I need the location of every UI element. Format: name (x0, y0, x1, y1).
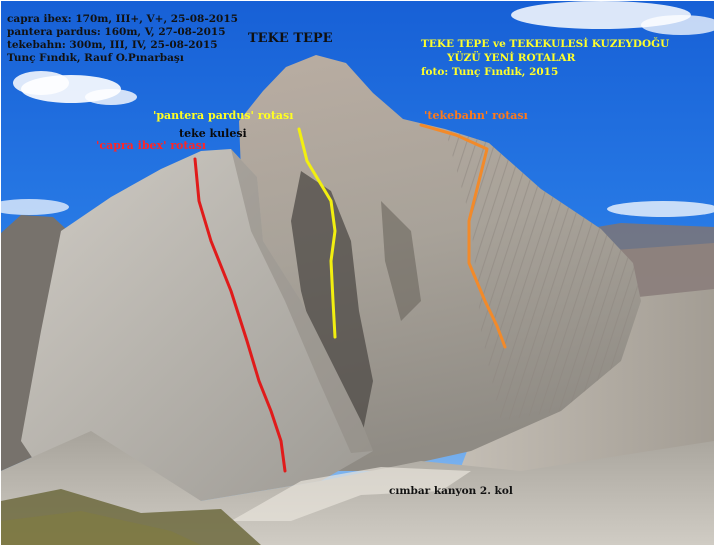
credit-line-tekebahn: tekebahn: 300m, III, IV, 25-08-2015 (7, 39, 218, 51)
tower-label: teke kulesi (179, 127, 247, 140)
route-tekebahn-line (419, 123, 507, 349)
canyon-label: cımbar kanyon 2. kol (389, 485, 513, 497)
credit-line-authors: Tunç Fındık, Rauf O.Pınarbaşı (7, 52, 184, 64)
clouds (1, 1, 714, 217)
heading-line-3: foto: Tunç Fındık, 2015 (421, 66, 559, 78)
route-credits: capra ibex: 170m, III+, V+, 25-08-2015 p… (7, 13, 238, 65)
route-label-capra-ibex: 'capra ibex' rotası (96, 139, 206, 152)
route-label-pantera-pardus: 'pantera pardus' rotası (153, 109, 294, 122)
photo-heading: TEKE TEPE ve TEKEKULESİ KUZEYDOĞU YÜZÜ Y… (421, 37, 669, 79)
peak-label: TEKE TEPE (248, 31, 333, 46)
route-pantera-pardus-line (297, 127, 337, 339)
heading-line-2: YÜZÜ YENİ ROTALAR (447, 52, 576, 64)
route-label-tekebahn: 'tekebahn' rotası (424, 109, 528, 122)
route-capra-ibex-line (193, 157, 287, 473)
credit-line-pantera: pantera pardus: 160m, V, 27-08-2015 (7, 26, 226, 38)
credit-line-capra: capra ibex: 170m, III+, V+, 25-08-2015 (7, 13, 238, 25)
ribbed-face (445, 129, 641, 421)
teke-kulesi-tower (21, 149, 373, 501)
canyon-path (231, 467, 471, 521)
heading-line-1: TEKE TEPE ve TEKEKULESİ KUZEYDOĞU (421, 38, 670, 50)
